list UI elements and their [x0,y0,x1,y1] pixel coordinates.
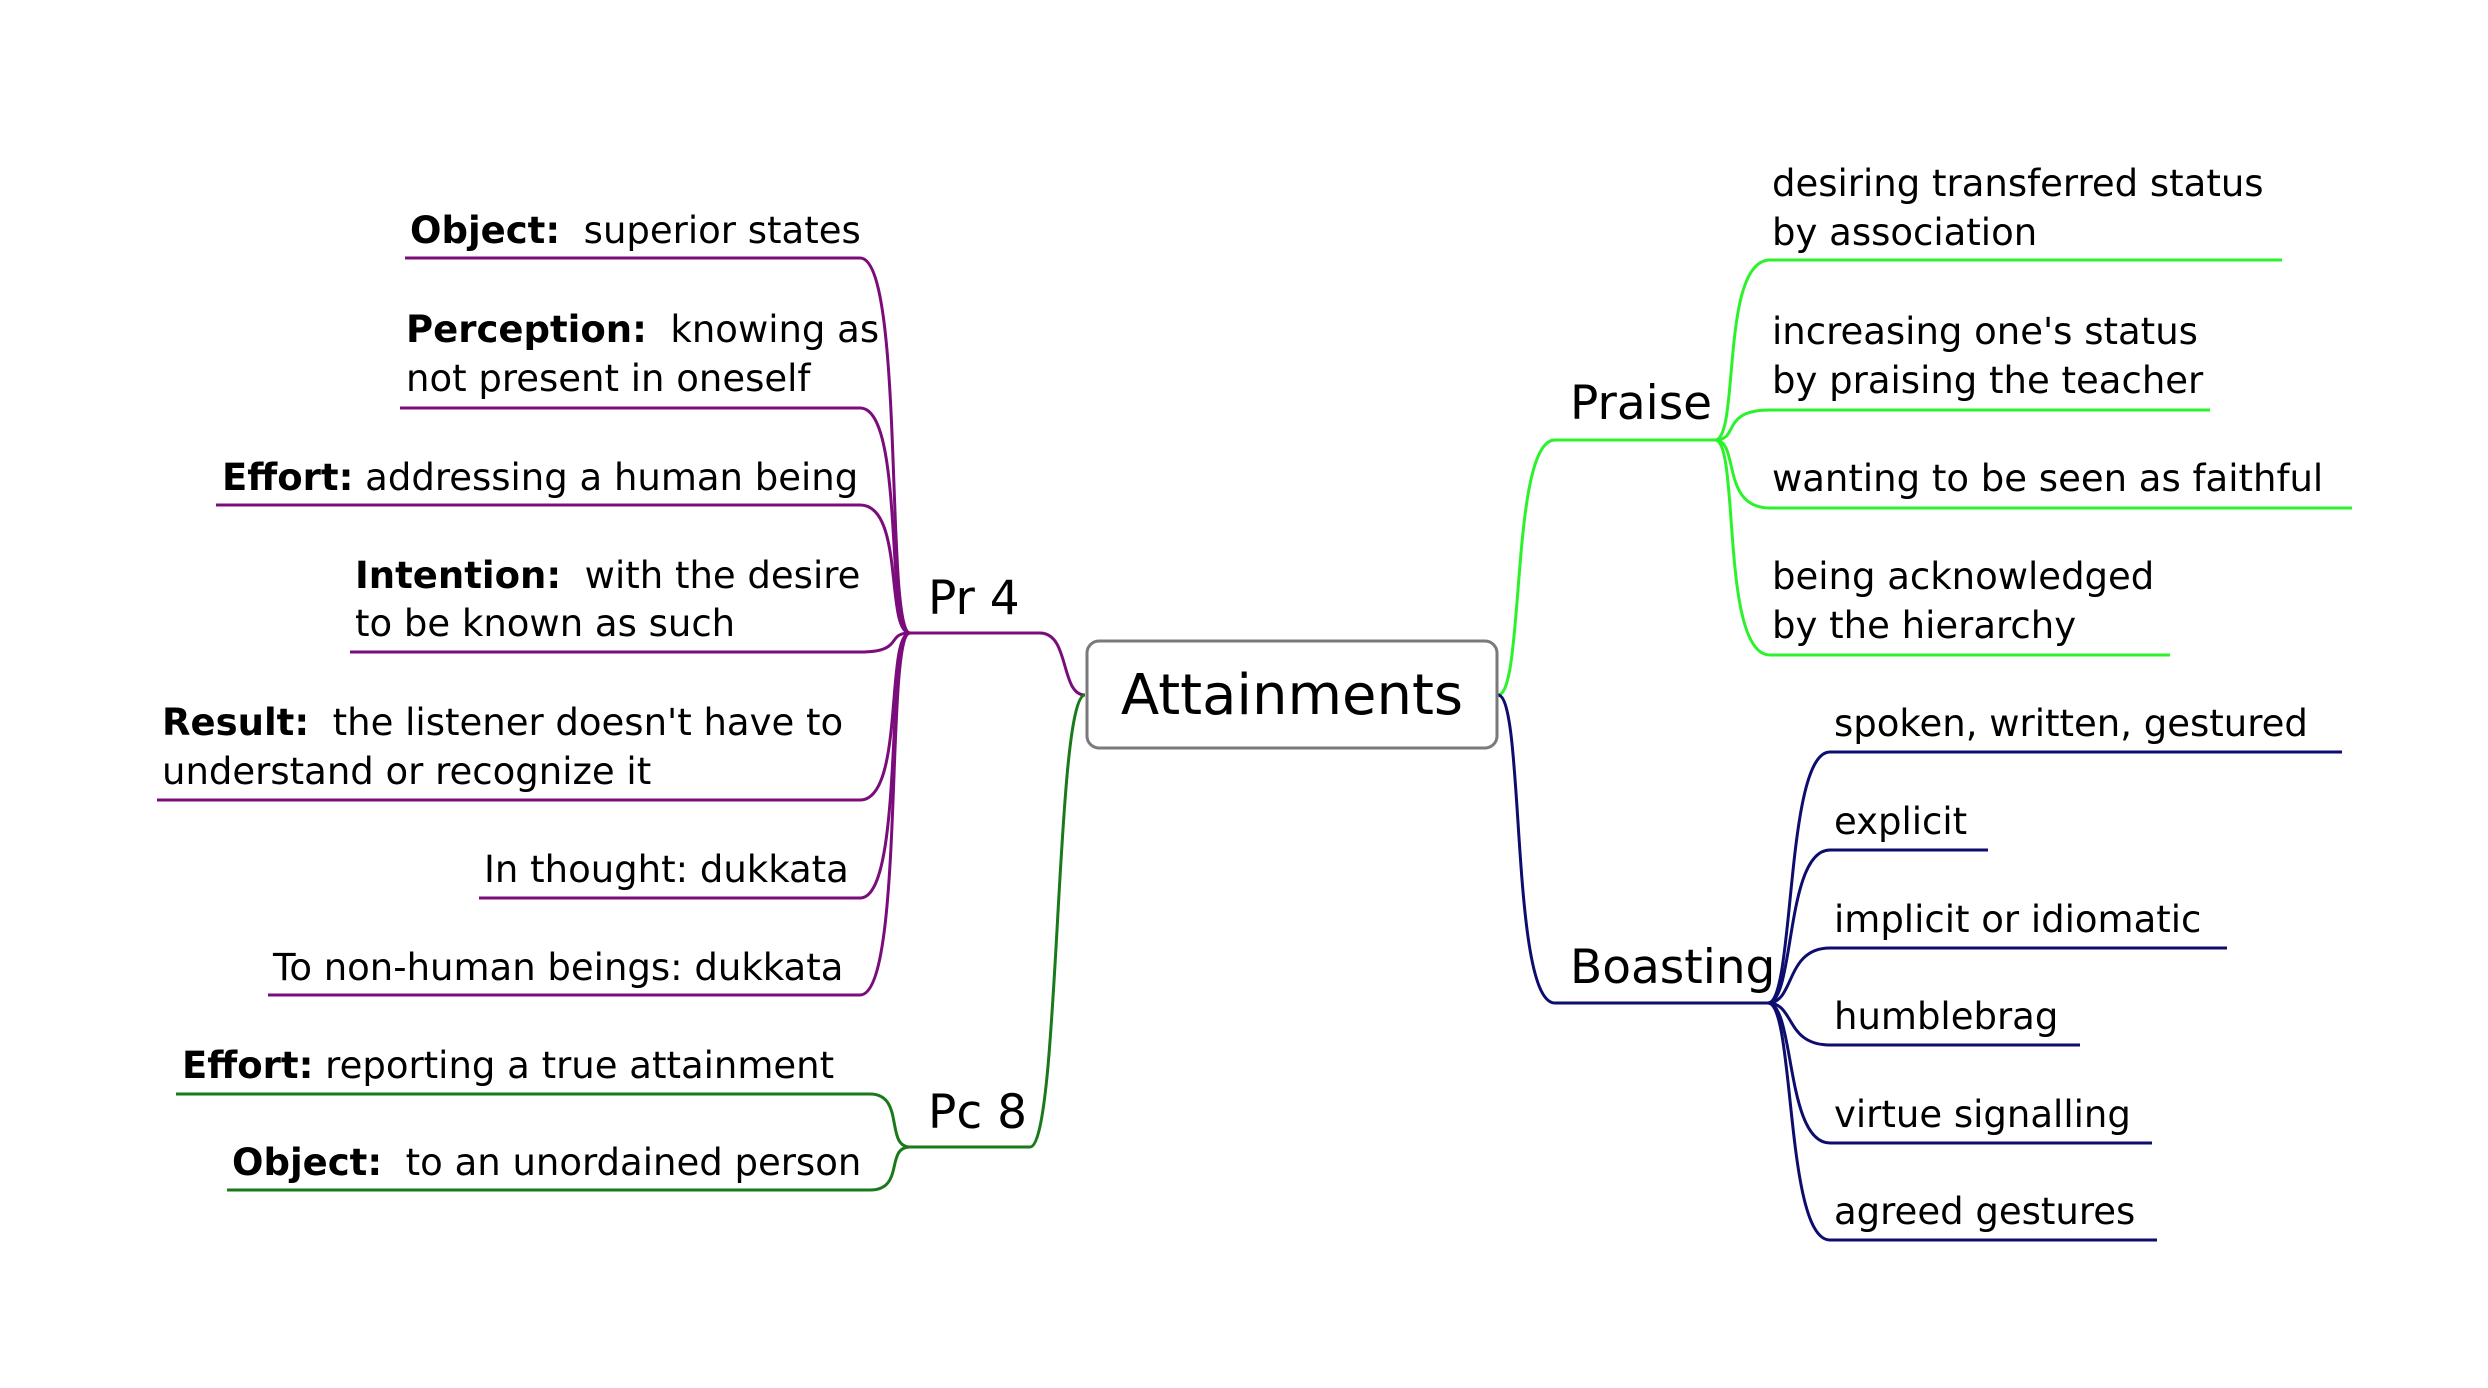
leaf-praise-transferred[interactable]: desiring transferred status [1772,162,2264,205]
root-connectors [910,438,1768,1149]
pc8-leaves: Effort: reporting a true attainment Obje… [182,1044,861,1184]
connector-boasting-explicit [1767,848,1988,1005]
leaf-boasting-spoken[interactable]: spoken, written, gestured [1834,702,2308,745]
leaf-pr4-effort-value: addressing a human being [353,456,858,499]
leaf-pr4-object-value: superior states [560,209,861,252]
leaf-pr4-intention-line2: to be known as such [355,602,735,645]
leaf-boasting-agreed[interactable]: agreed gestures [1834,1190,2135,1233]
connector-boasting-humblebrag [1767,1001,2080,1047]
leaf-pc8-effort[interactable]: Effort: reporting a true attainment [182,1044,834,1087]
connector-praise-increasing [1714,408,2210,442]
pr4-connectors [157,256,911,997]
pc8-connectors [176,1092,911,1192]
leaf-pr4-result[interactable]: Result: the listener doesn't have to [162,701,843,744]
leaf-praise-increasing-line2: by praising the teacher [1772,359,2204,402]
leaf-boasting-explicit[interactable]: explicit [1834,800,1967,843]
leaf-pr4-perception-value: knowing as [647,308,879,351]
leaf-pr4-effort-key: Effort: [222,456,353,499]
root-node-box [1085,639,1499,750]
leaf-boasting-virtue[interactable]: virtue signalling [1834,1093,2131,1136]
branch-pc8-label[interactable]: Pc 8 [928,1085,1027,1140]
connector-pr4-effort [216,503,911,635]
branch-boasting-label[interactable]: Boasting [1570,940,1775,995]
leaf-pr4-result-value: the listener doesn't have to [309,701,843,744]
leaf-pr4-perception-key: Perception: [406,308,647,351]
connector-praise-transferred [1714,258,2282,442]
connector-boasting-agreed [1767,1001,2157,1242]
leaf-pr4-intention-value: with the desire [561,554,860,597]
pr4-leaves: Object: superior states Perception: know… [162,209,879,989]
connector-root-pr4 [910,631,1086,697]
leaf-pr4-object-key: Object: [410,209,560,252]
leaf-pc8-object-value: to an unordained person [382,1141,861,1184]
connector-pr4-non-human [268,631,911,997]
praise-leaves: desiring transferred status by associati… [1772,162,2323,647]
root-node[interactable]: Attainments [1085,639,1499,750]
branch-pr4-label[interactable]: Pr 4 [928,571,1020,626]
connector-pr4-object [405,256,911,635]
leaf-pr4-intention[interactable]: Intention: with the desire [355,554,860,597]
leaf-pr4-result-key: Result: [162,701,309,744]
leaf-pr4-perception[interactable]: Perception: knowing as [406,308,879,351]
leaf-pc8-effort-key: Effort: [182,1044,313,1087]
branch-praise-label[interactable]: Praise [1570,376,1712,431]
connector-boasting-spoken [1767,750,2342,1005]
leaf-praise-increasing[interactable]: increasing one's status [1772,310,2198,353]
connector-boasting-virtue [1767,1001,2152,1145]
leaf-pc8-object-key: Object: [232,1141,382,1184]
leaf-pr4-intention-key: Intention: [355,554,561,597]
leaf-boasting-humblebrag[interactable]: humblebrag [1834,995,2058,1038]
leaf-praise-transferred-line2: by association [1772,211,2037,254]
leaf-praise-acknowledged-line2: by the hierarchy [1772,604,2076,647]
connector-pc8-object [227,1145,911,1192]
leaf-pc8-effort-value: reporting a true attainment [313,1044,834,1087]
leaf-pr4-in-thought[interactable]: In thought: dukkata [484,848,849,891]
leaf-pr4-non-human[interactable]: To non-human beings: dukkata [272,946,843,989]
connector-pr4-perception [400,406,911,635]
connector-pc8-effort [176,1092,911,1149]
leaf-pr4-result-line2: understand or recognize it [162,750,651,793]
leaf-pr4-object[interactable]: Object: superior states [410,209,861,252]
root-node-label: Attainments [1121,663,1463,728]
boasting-leaves: spoken, written, gestured explicit impli… [1834,702,2308,1233]
connector-root-praise [1497,438,1715,697]
praise-connectors [1714,258,2352,657]
leaf-praise-faithful[interactable]: wanting to be seen as faithful [1772,457,2323,500]
connector-root-pc8 [910,693,1086,1149]
leaf-praise-acknowledged[interactable]: being acknowledged [1772,555,2154,598]
leaf-pc8-object[interactable]: Object: to an unordained person [232,1141,861,1184]
connector-boasting-implicit [1767,946,2227,1005]
connector-pr4-intention [350,631,911,654]
connector-praise-acknowledged [1714,438,2170,657]
connector-praise-faithful [1714,438,2352,510]
connector-root-boasting [1497,693,1768,1005]
leaf-pr4-effort[interactable]: Effort: addressing a human being [222,456,858,499]
leaf-boasting-implicit[interactable]: implicit or idiomatic [1834,898,2201,941]
boasting-connectors [1767,750,2342,1242]
leaf-pr4-perception-line2: not present in oneself [406,357,811,400]
